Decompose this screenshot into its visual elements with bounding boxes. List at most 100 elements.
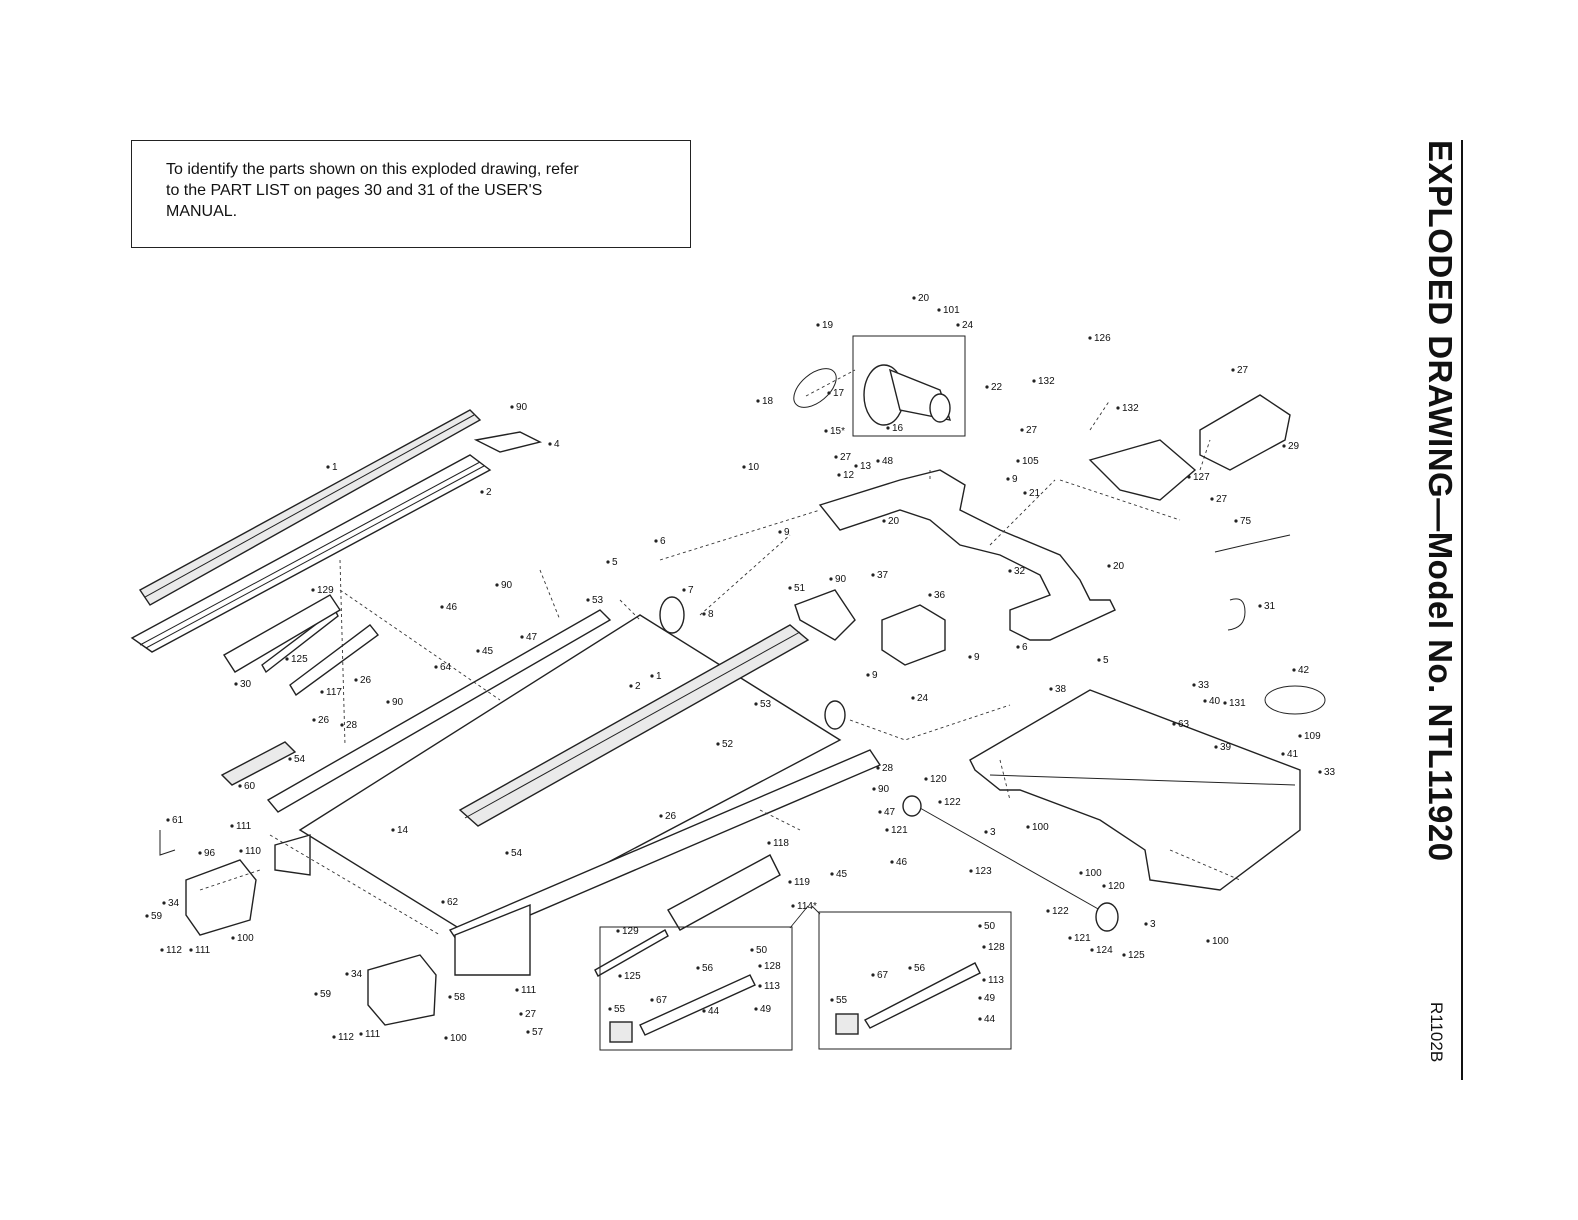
callout-dot-c3b <box>1144 922 1148 926</box>
callout-c120a: 120 <box>930 774 947 785</box>
callout-c90b: 90 <box>392 697 404 708</box>
callout-dot-c9d <box>866 673 870 677</box>
callout-c45a: 45 <box>482 646 494 657</box>
bracket-30 <box>223 594 341 673</box>
callout-dot-c111b <box>189 948 193 952</box>
bracket-4 <box>473 431 543 453</box>
callout-dot-c56a <box>696 966 700 970</box>
callout-c2b: 2 <box>635 681 641 692</box>
callout-dot-c51 <box>788 586 792 590</box>
callout-dot-c132b <box>1116 406 1120 410</box>
leveling-bar-56a <box>639 974 756 1036</box>
callout-c49a: 49 <box>760 1004 772 1015</box>
callout-dot-c110 <box>239 849 243 853</box>
callout-c26c: 26 <box>665 811 677 822</box>
callout-c127: 127 <box>1193 472 1210 483</box>
callout-c22: 22 <box>991 382 1003 393</box>
callout-c96: 96 <box>204 848 216 859</box>
callout-c100d: 100 <box>1085 868 1102 879</box>
motor-detail-box <box>852 335 966 437</box>
base-frame <box>969 689 1301 891</box>
callout-dot-c53a <box>586 598 590 602</box>
callout-dot-c44a <box>702 1009 706 1013</box>
foot-55a <box>609 1021 633 1043</box>
callout-c54a: 54 <box>294 754 306 765</box>
callout-dot-c45a <box>476 649 480 653</box>
callout-c44a: 44 <box>708 1006 720 1017</box>
callout-c53b: 53 <box>760 699 772 710</box>
exploded-drawing: 1249012912530117262690644645904753567828… <box>130 293 1336 1051</box>
callout-c46b: 46 <box>896 857 908 868</box>
callout-dot-c20b <box>882 519 886 523</box>
callout-c120b: 120 <box>1108 881 1125 892</box>
callout-c33a: 33 <box>1198 680 1210 691</box>
callout-dot-c62 <box>441 900 445 904</box>
callout-dot-c118 <box>767 841 771 845</box>
callout-dot-c5a <box>606 560 610 564</box>
callout-dot-c36 <box>928 593 932 597</box>
callout-c1: 1 <box>332 462 338 473</box>
axle-123 <box>919 807 1101 911</box>
callout-c67a: 67 <box>656 995 668 1006</box>
callout-dot-c112a <box>160 948 164 952</box>
callout-dot-c28b <box>876 766 880 770</box>
strip-129 <box>594 929 669 977</box>
callout-dot-c45b <box>830 872 834 876</box>
callout-dot-c9c <box>968 655 972 659</box>
callout-dot-c50a <box>750 948 754 952</box>
callout-dot-c5b <box>1097 658 1101 662</box>
callout-c62: 62 <box>447 897 459 908</box>
callout-c28b: 28 <box>882 763 894 774</box>
callout-c132b: 132 <box>1122 403 1139 414</box>
hex-key-61 <box>159 830 176 856</box>
tape-60 <box>220 741 297 786</box>
callout-c122a: 122 <box>944 797 961 808</box>
callout-dot-c122b <box>1046 909 1050 913</box>
callout-dot-c50b <box>978 924 982 928</box>
note-line-3: MANUAL. <box>166 203 238 220</box>
callout-c55a: 55 <box>614 1004 626 1015</box>
wheel-121-left <box>902 795 922 817</box>
foot-110 <box>274 834 311 876</box>
callout-dot-c47b <box>878 810 882 814</box>
callout-dot-c54a <box>288 757 292 761</box>
callout-c101: 101 <box>943 305 960 316</box>
callout-dot-c113b <box>982 978 986 982</box>
callout-c48: 48 <box>882 456 894 467</box>
callout-dot-c90d <box>872 787 876 791</box>
callout-c5b: 5 <box>1103 655 1109 666</box>
callout-c131: 131 <box>1229 698 1246 709</box>
callout-dot-c124 <box>1090 948 1094 952</box>
callout-c37: 37 <box>877 570 889 581</box>
callout-c1b: 1 <box>656 671 662 682</box>
callout-dot-c27d <box>1231 368 1235 372</box>
callout-dot-c55a <box>608 1007 612 1011</box>
callout-c10: 10 <box>748 462 760 473</box>
callout-c113b: 113 <box>988 975 1004 986</box>
callout-c9b: 9 <box>784 527 790 538</box>
callout-c64: 64 <box>440 662 452 673</box>
callout-dot-c15 <box>824 429 828 433</box>
callout-c20b: 20 <box>888 516 900 527</box>
callout-c20c: 20 <box>1113 561 1125 572</box>
callout-dot-c2b <box>629 684 633 688</box>
strip-129-left <box>261 608 339 674</box>
callout-dot-c132a <box>1032 379 1036 383</box>
callout-dot-c96 <box>198 851 202 855</box>
callout-dot-c67a <box>650 998 654 1002</box>
callout-c124: 124 <box>1096 945 1113 956</box>
callout-dot-c100e <box>1206 939 1210 943</box>
callout-c17: 17 <box>833 388 845 399</box>
callout-dot-c21 <box>1023 491 1027 495</box>
callout-dot-c10 <box>742 465 746 469</box>
reference-note-box: To identify the parts shown on this expl… <box>131 140 691 248</box>
callout-c27c: 27 <box>840 452 852 463</box>
callout-dot-c113a <box>758 984 762 988</box>
callout-dot-c129a <box>311 588 315 592</box>
callout-c9c: 9 <box>974 652 980 663</box>
callout-c5a: 5 <box>612 557 618 568</box>
callout-dot-c100c <box>1026 825 1030 829</box>
callout-dot-c19 <box>816 323 820 327</box>
handle-31 <box>1227 598 1246 631</box>
callout-c51: 51 <box>794 583 806 594</box>
